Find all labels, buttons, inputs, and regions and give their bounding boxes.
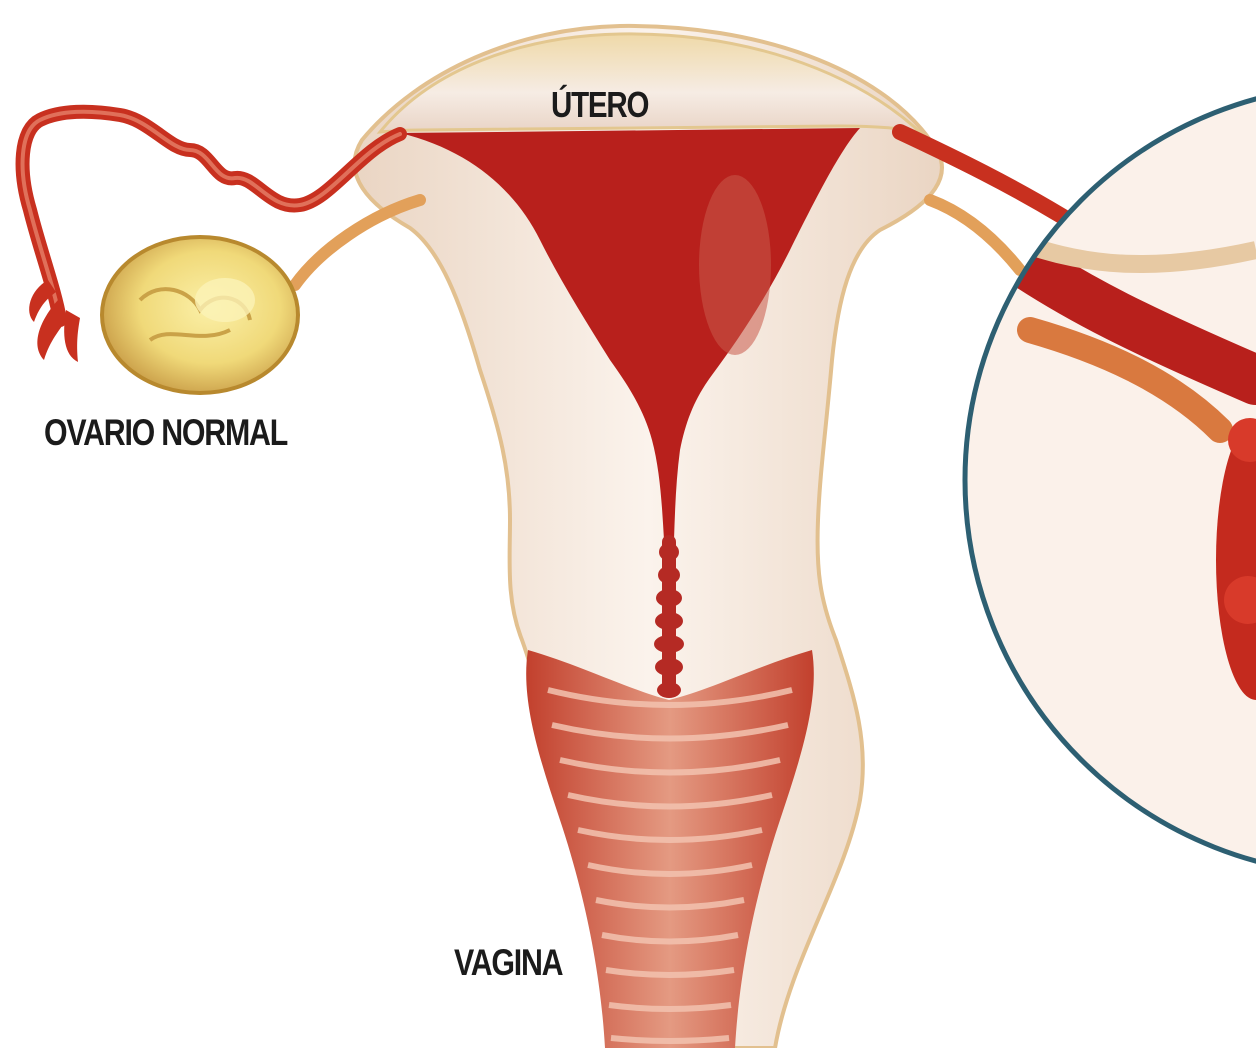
- ovary-illustration: [102, 237, 298, 393]
- normal-ovary-label: OVARIO NORMAL: [44, 412, 287, 454]
- left-fimbriae: [29, 280, 80, 362]
- right-ovarian-ligament: [930, 200, 1020, 270]
- endometrium-highlight: [699, 175, 771, 355]
- uterus-fundus: [380, 34, 920, 132]
- zoom-circle: [960, 0, 1256, 1048]
- vagina-label: VAGINA: [454, 942, 562, 984]
- uterus-label: ÚTERO: [551, 84, 648, 126]
- left-ovarian-ligament: [295, 200, 420, 285]
